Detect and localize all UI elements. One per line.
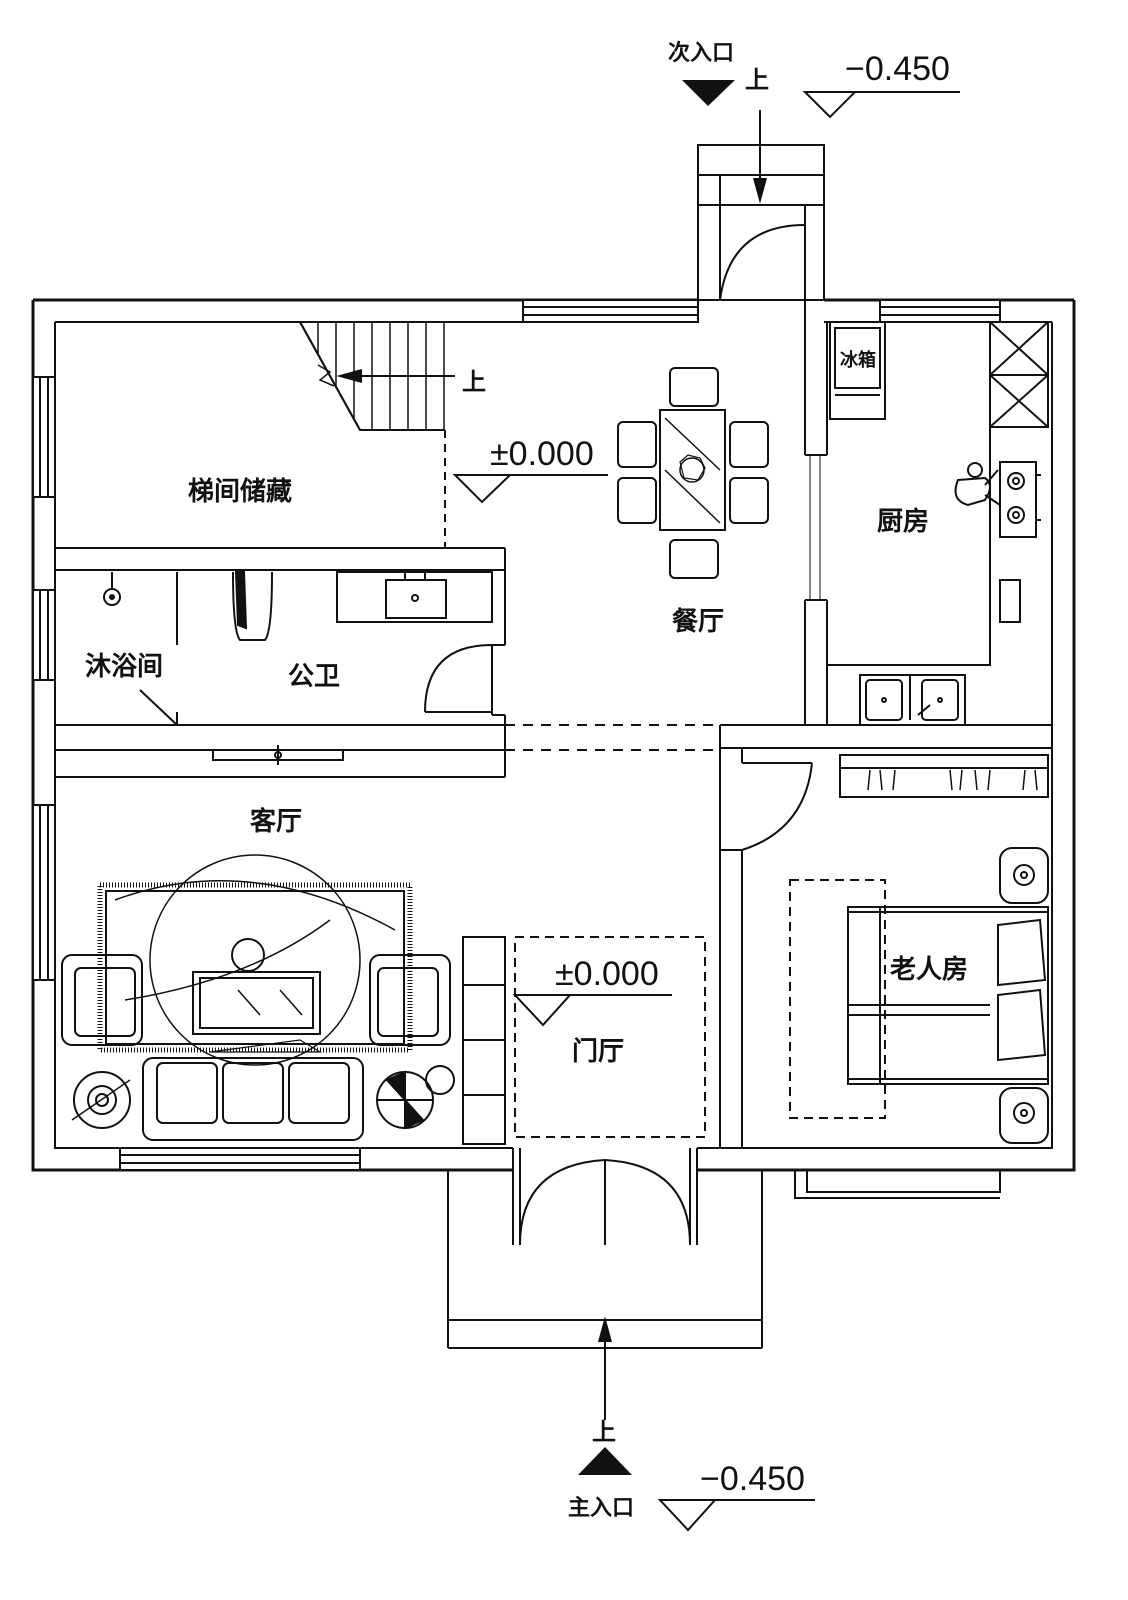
up-label-main: 上 xyxy=(592,1418,616,1446)
stair-storage-room xyxy=(55,321,506,645)
level-entry-hall: ±0.000 xyxy=(555,955,659,993)
level-secondary-entrance: −0.450 xyxy=(845,50,950,88)
level-marker-main xyxy=(657,1499,815,1532)
up-label-secondary: 上 xyxy=(745,66,769,94)
main-entrance-label: 主入口 xyxy=(568,1496,634,1521)
room-label-fridge: 冰箱 xyxy=(840,349,876,371)
room-label-dining: 餐厅 xyxy=(672,607,724,637)
level-marker-entry xyxy=(512,994,672,1027)
secondary-entrance-label: 次入口 xyxy=(668,40,734,66)
interior-walls xyxy=(462,748,1049,1148)
room-label-stair-storage: 梯间储藏 xyxy=(188,476,292,507)
level-dining: ±0.000 xyxy=(490,435,594,473)
room-label-kitchen: 厨房 xyxy=(877,507,929,537)
kitchen xyxy=(719,300,1052,749)
room-label-toilet: 公卫 xyxy=(288,662,340,692)
level-main-entrance: −0.450 xyxy=(700,1460,805,1498)
bathroom xyxy=(55,571,506,778)
room-label-shower: 沐浴间 xyxy=(85,652,163,682)
elder-room-bed xyxy=(789,847,1049,1144)
up-label-stair: 上 xyxy=(462,368,486,396)
main-entrance-marker xyxy=(578,1447,632,1475)
up-arrow-secondary xyxy=(753,110,767,204)
room-label-living: 客厅 xyxy=(250,806,302,837)
living-room-furniture xyxy=(61,854,455,1141)
level-marker-dining xyxy=(452,474,608,504)
level-marker-secondary xyxy=(802,91,960,119)
room-label-entry-hall: 门厅 xyxy=(572,1037,624,1067)
dining-table-set xyxy=(617,367,769,579)
main-entrance xyxy=(447,1148,763,1420)
room-label-elder-room: 老人房 xyxy=(890,955,968,985)
secondary-entrance-marker xyxy=(682,80,735,106)
